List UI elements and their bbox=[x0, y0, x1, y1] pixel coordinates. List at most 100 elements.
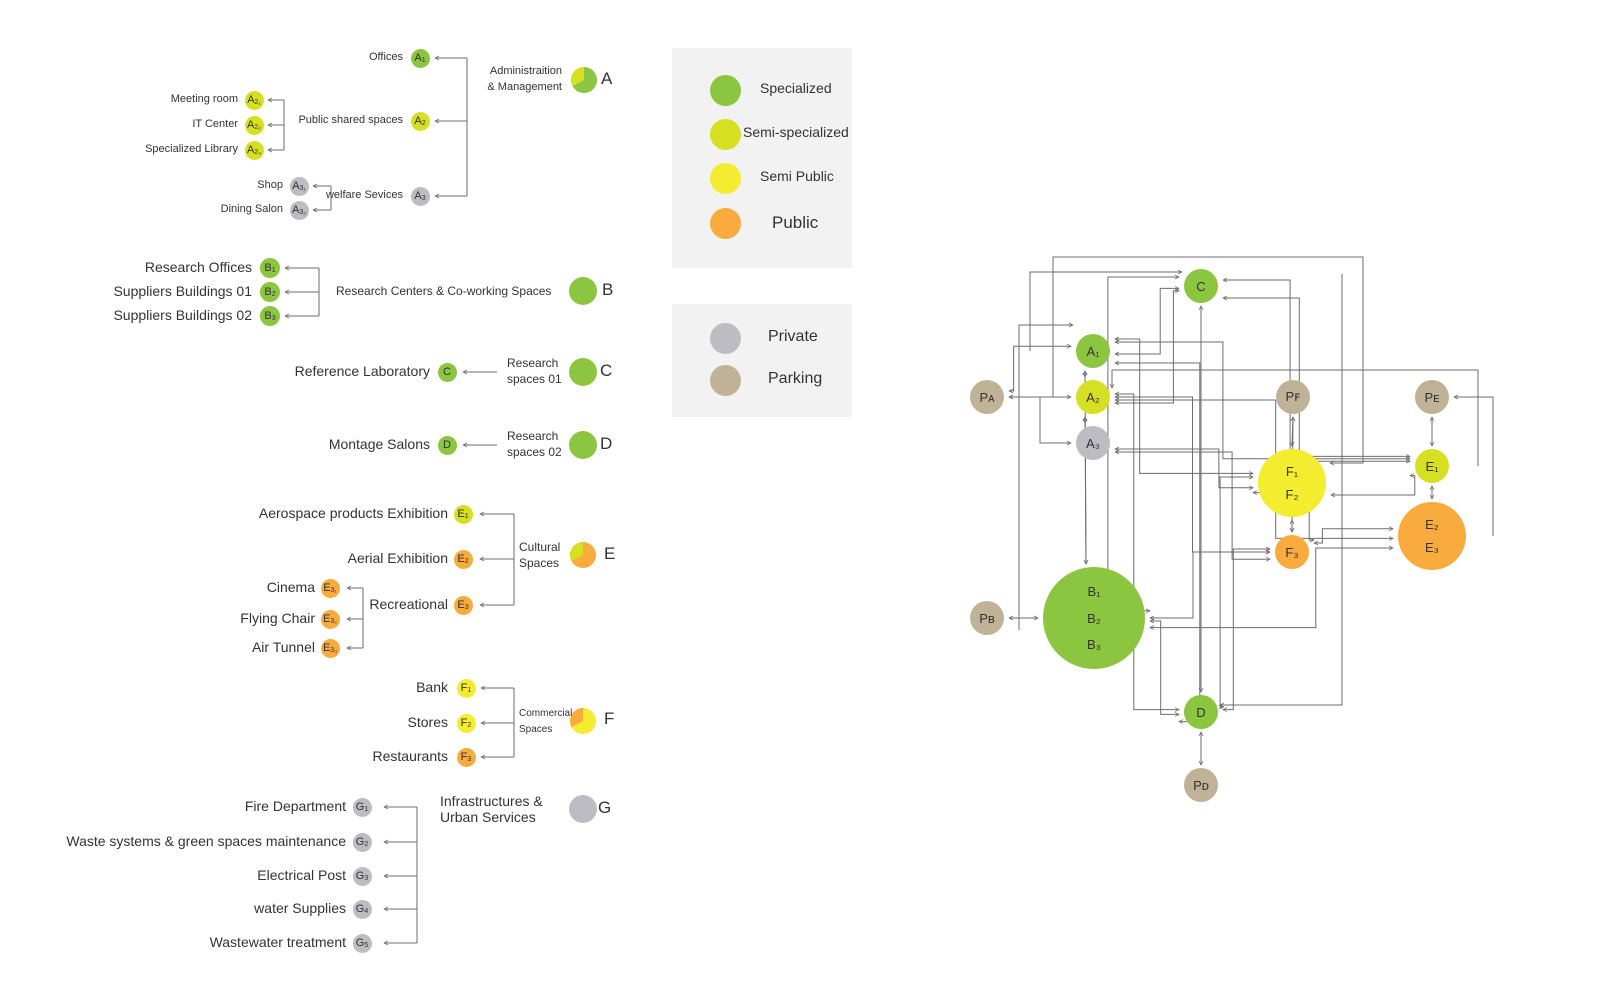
node-PD: Pᴅ bbox=[1184, 768, 1218, 802]
label-A3-0: Shop bbox=[257, 179, 283, 192]
label-B1: Research Offices bbox=[144, 259, 252, 276]
group-g-title-line2: Urban Services bbox=[440, 809, 536, 826]
badge-D: D bbox=[437, 435, 457, 455]
node-label-B-1: B₂ bbox=[1087, 610, 1101, 626]
legend-dot-private bbox=[710, 323, 741, 354]
edge-PA-A3 bbox=[1009, 397, 1071, 443]
group-d-title-line2: spaces 02 bbox=[507, 444, 562, 459]
edge-C-E1 bbox=[1223, 280, 1410, 461]
node-label-B-0: B₁ bbox=[1087, 584, 1101, 600]
label-B3: Suppliers Buildings 02 bbox=[113, 307, 252, 324]
group-b-circle-icon bbox=[569, 277, 597, 305]
group-c-title-line1: Research bbox=[507, 355, 559, 370]
group-c-circle-icon bbox=[569, 358, 597, 386]
label-A3-1: Dining Salon bbox=[220, 203, 283, 216]
group-e-pie-icon bbox=[570, 542, 596, 568]
group-f-pie-icon bbox=[570, 708, 596, 734]
group-g-letter: G bbox=[598, 798, 612, 817]
label-G4: water Supplies bbox=[254, 900, 346, 917]
group-e-title-line2: Spaces bbox=[519, 555, 560, 570]
group-f-letter: F bbox=[604, 709, 615, 728]
group-g-circle-icon bbox=[569, 795, 597, 823]
node-label-F12-1: F₂ bbox=[1285, 487, 1299, 503]
node-label-A2-0: A₂ bbox=[1086, 389, 1100, 405]
edge-F12-E1 bbox=[1331, 476, 1416, 495]
node-label-E23-0: E₂ bbox=[1425, 516, 1439, 532]
label-A2-1: IT Center bbox=[192, 118, 238, 131]
node-C: C bbox=[1184, 269, 1218, 303]
legend-dot-specialized bbox=[710, 75, 741, 106]
perimeter-wire-2 bbox=[1220, 274, 1343, 705]
group-f-title-line2: Spaces bbox=[519, 723, 553, 735]
node-D: D bbox=[1184, 695, 1218, 729]
node-A3: A₃ bbox=[1076, 426, 1110, 460]
node-label-F3-0: F₃ bbox=[1285, 544, 1299, 560]
edge-A1-C bbox=[1115, 288, 1179, 354]
group-e-letter: E bbox=[604, 544, 616, 563]
legend-label-parking: Parking bbox=[768, 370, 823, 387]
label-G5: Wastewater treatment bbox=[209, 934, 346, 951]
tree-connectors bbox=[268, 58, 515, 943]
legend-dot-semi_specialized bbox=[710, 119, 741, 150]
label-A2-0: Meeting room bbox=[170, 93, 238, 106]
node-E23: E₂ E₃ bbox=[1398, 502, 1466, 570]
node-label-D-0: D bbox=[1196, 704, 1206, 720]
node-PB: Pʙ bbox=[970, 601, 1004, 635]
edge-C-B bbox=[1107, 277, 1179, 611]
group-f-title-line1: Commercial bbox=[519, 707, 573, 719]
edge-A2-C bbox=[1115, 291, 1179, 403]
badge-C: C bbox=[437, 362, 457, 382]
node-F3: F₃ bbox=[1275, 535, 1309, 569]
node-B: B₁ B₂ B₃ bbox=[1043, 567, 1145, 669]
perimeter-wire-0 bbox=[1052, 256, 1364, 463]
perimeter-wire-5 bbox=[1018, 325, 1073, 630]
legend-dot-semi_public bbox=[710, 163, 741, 194]
perimeter-wire-3 bbox=[1112, 369, 1479, 466]
edge-A2-F3 bbox=[1115, 397, 1270, 552]
legend-label-public: Public bbox=[772, 213, 819, 232]
group-c-letter: C bbox=[600, 361, 613, 380]
node-label-E23-1: E₃ bbox=[1425, 540, 1439, 556]
group-d-circle-icon bbox=[569, 431, 597, 459]
node-label-PF-0: Pꜰ bbox=[1285, 389, 1301, 404]
node-label-PA-0: Pᴀ bbox=[979, 389, 995, 405]
node-label-PE-0: Pᴇ bbox=[1424, 389, 1440, 405]
edge-F12-D bbox=[1220, 477, 1253, 707]
group-d-letter: D bbox=[600, 434, 613, 453]
group-b-letter: B bbox=[602, 280, 614, 299]
label-A3: welfare Sevices bbox=[325, 189, 403, 202]
group-g-title-line1: Infrastructures & bbox=[440, 793, 543, 810]
node-label-B-2: B₃ bbox=[1087, 636, 1101, 652]
group-e-title-line1: Cultural bbox=[519, 539, 561, 554]
node-label-A3-0: A₃ bbox=[1086, 435, 1100, 451]
group-b-title: Research Centers & Co-working Spaces bbox=[336, 283, 552, 298]
label-E3-0: Cinema bbox=[266, 579, 315, 596]
node-label-E1-0: E₁ bbox=[1425, 458, 1439, 474]
label-G2: Waste systems & green spaces maintenance bbox=[66, 833, 346, 850]
edge-F3-E1 bbox=[1308, 456, 1410, 540]
legend-label-private: Private bbox=[768, 328, 818, 345]
label-A2: Public shared spaces bbox=[298, 114, 403, 127]
node-A2: A₂ bbox=[1076, 380, 1110, 414]
group-a-title-line2: & Management bbox=[487, 81, 562, 94]
node-label-PD-0: Pᴅ bbox=[1193, 777, 1209, 793]
edge-E23-B bbox=[1150, 548, 1393, 628]
label-A1: Offices bbox=[368, 51, 403, 64]
